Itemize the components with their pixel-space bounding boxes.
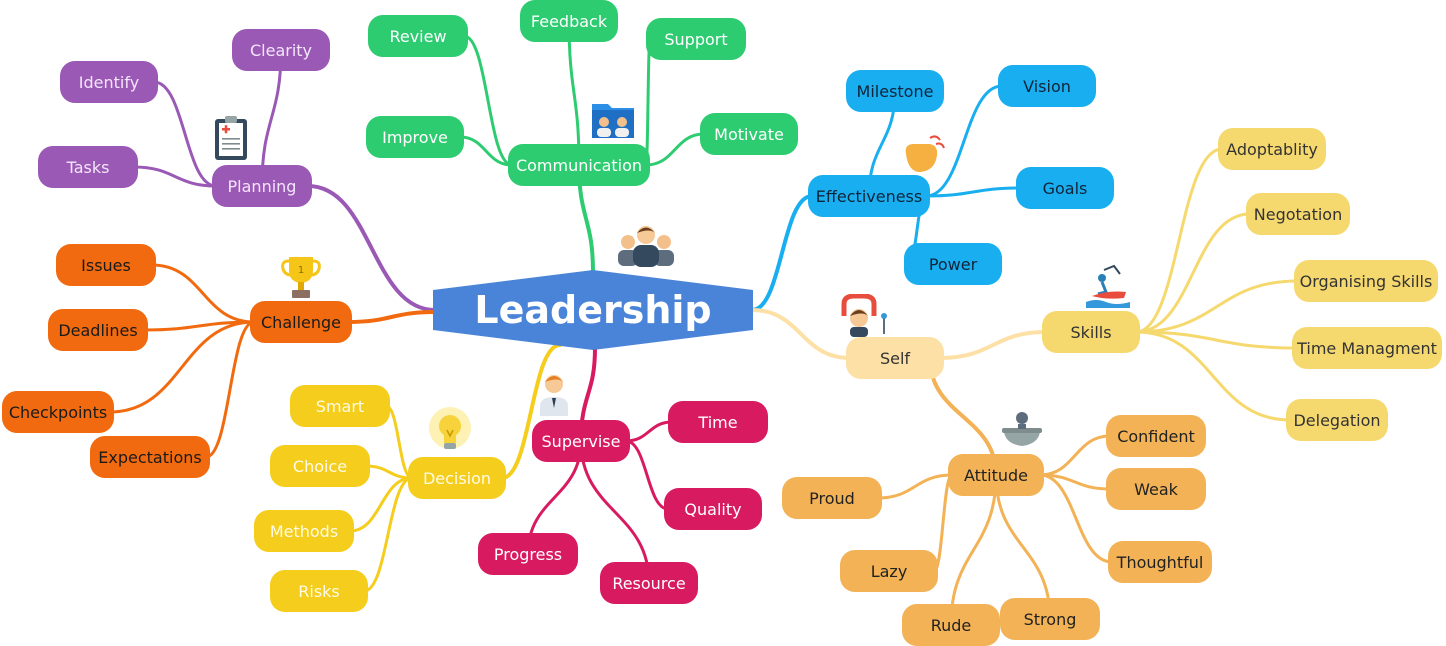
leaf-feedback[interactable]: Feedback [520, 0, 618, 42]
leaf-power[interactable]: Power [904, 243, 1002, 285]
people-group-icon [618, 226, 674, 267]
branch-communication[interactable]: Communication [508, 144, 650, 186]
leaf-rude[interactable]: Rude [902, 604, 1000, 646]
leaf-strong[interactable]: Strong [1000, 598, 1100, 640]
center-topic[interactable]: Leadership [433, 270, 753, 350]
clipboard-icon [215, 116, 247, 160]
leaf-organising-skills[interactable]: Organising Skills [1294, 260, 1438, 302]
leaf-thoughtful[interactable]: Thoughtful [1108, 541, 1212, 583]
svg-text:1: 1 [298, 265, 304, 276]
leaf-identify[interactable]: Identify [60, 61, 158, 103]
branch-supervise[interactable]: Supervise [532, 420, 630, 462]
branch-skills[interactable]: Skills [1042, 311, 1140, 353]
leaf-clearity[interactable]: Clearity [232, 29, 330, 71]
lightbulb-icon [429, 407, 471, 449]
leaf-choice[interactable]: Choice [270, 445, 370, 487]
leaf-checkpoints[interactable]: Checkpoints [2, 391, 114, 433]
branch-attitude[interactable]: Attitude [948, 454, 1044, 496]
leaf-improve[interactable]: Improve [366, 116, 464, 158]
leaf-adoptablity[interactable]: Adoptablity [1218, 128, 1326, 170]
trophy-icon: 1 [281, 257, 321, 298]
group-folder-icon [592, 104, 634, 138]
leaf-motivate[interactable]: Motivate [700, 113, 798, 155]
person-magnet-icon [841, 294, 887, 337]
leaf-lazy[interactable]: Lazy [840, 550, 938, 592]
leaf-milestone[interactable]: Milestone [846, 70, 944, 112]
leaf-smart[interactable]: Smart [290, 385, 390, 427]
leaf-negotation[interactable]: Negotation [1246, 193, 1350, 235]
leaf-resource[interactable]: Resource [600, 562, 698, 604]
branch-self[interactable]: Self [846, 337, 944, 379]
leaf-time[interactable]: Time [668, 401, 768, 443]
leaf-delegation[interactable]: Delegation [1286, 399, 1388, 441]
clapping-hand-icon [905, 135, 945, 172]
leaf-quality[interactable]: Quality [664, 488, 762, 530]
leaf-deadlines[interactable]: Deadlines [48, 309, 148, 351]
branch-effectiveness[interactable]: Effectiveness [808, 175, 930, 217]
person-bowl-icon [1002, 412, 1042, 446]
leaf-tasks[interactable]: Tasks [38, 146, 138, 188]
leaf-confident[interactable]: Confident [1106, 415, 1206, 457]
leaf-proud[interactable]: Proud [782, 477, 882, 519]
supervisor-icon [540, 375, 568, 416]
leaf-issues[interactable]: Issues [56, 244, 156, 286]
leaf-risks[interactable]: Risks [270, 570, 368, 612]
leaf-support[interactable]: Support [646, 18, 746, 60]
leaf-goals[interactable]: Goals [1016, 167, 1114, 209]
leaf-vision[interactable]: Vision [998, 65, 1096, 107]
leaf-methods[interactable]: Methods [254, 510, 354, 552]
leaf-time-managment[interactable]: Time Managment [1292, 327, 1442, 369]
leaf-review[interactable]: Review [368, 15, 468, 57]
kitesurfer-icon [1086, 264, 1130, 308]
branch-planning[interactable]: Planning [212, 165, 312, 207]
branch-challenge[interactable]: Challenge [250, 301, 352, 343]
leaf-progress[interactable]: Progress [478, 533, 578, 575]
leaf-expectations[interactable]: Expectations [90, 436, 210, 478]
branch-decision[interactable]: Decision [408, 457, 506, 499]
leaf-weak[interactable]: Weak [1106, 468, 1206, 510]
